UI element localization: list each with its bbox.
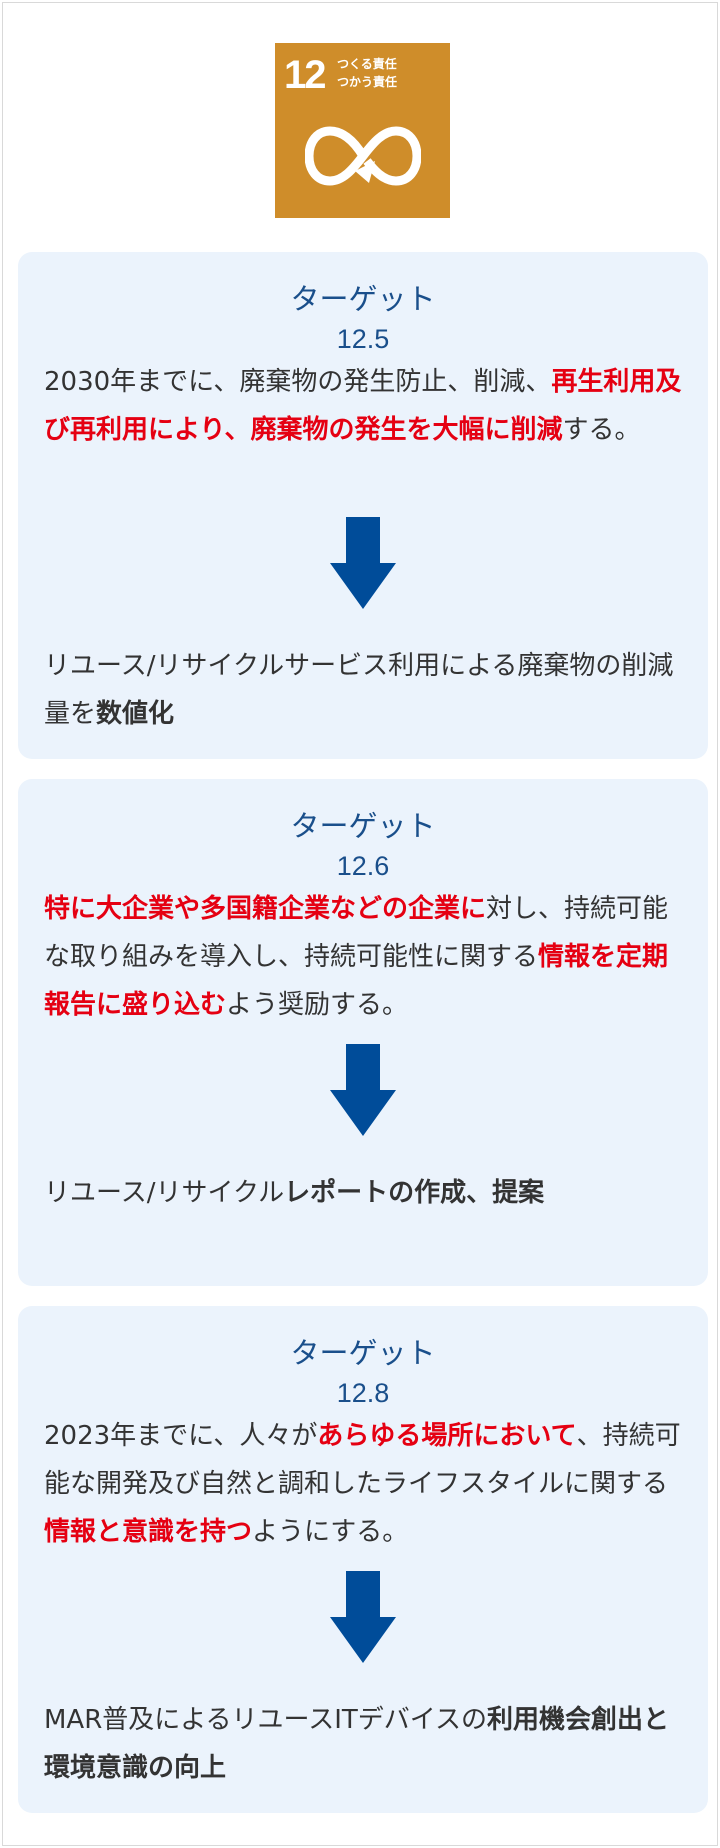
target-card-12-5: ターゲット 12.5 2030年までに、廃棄物の発生防止、削減、再生利用及び再利… [18,252,708,759]
desc-text: よう奨励する。 [226,990,409,1020]
target-result: MAR普及によるリユースITデバイスの利用機会創出と環境意識の向上 [44,1696,686,1792]
sdg-12-logo: 12 つくる責任 つかう責任 [275,43,450,218]
desc-highlight: 特に大企業や多国籍企業などの企業に [44,894,487,924]
desc-text: 2023年までに、人々が [44,1421,318,1451]
sdg-caption-line1: つくる責任 [337,57,397,71]
desc-highlight: 情報を定期報告に盛り込む [44,942,669,1020]
down-arrow-icon [330,1044,396,1136]
target-description: 特に大企業や多国籍企業などの企業に対し、持続可能な取り組みを導入し、持続可能性に… [44,885,686,1029]
desc-text: 、持続可能な開発及び自然と調和したライフスタイルに関する [44,1421,681,1499]
sdg-caption: つくる責任 つかう責任 [337,55,445,91]
target-result: リユース/リサイクルレポートの作成、提案 [44,1169,686,1217]
desc-highlight: 情報と意識を持つ [44,1517,253,1547]
target-number: 12.8 [336,1378,390,1408]
result-bold: レポートの作成、提案 [284,1178,545,1208]
target-label: ターゲット [290,809,436,843]
down-arrow-icon [330,517,396,609]
desc-highlight: あらゆる場所において [317,1421,577,1451]
desc-text: ようにする。 [252,1517,409,1547]
target-card-12-6: ターゲット 12.6 特に大企業や多国籍企業などの企業に対し、持続可能な取り組み… [18,779,708,1286]
target-description: 2030年までに、廃棄物の発生防止、削減、再生利用及び再利用により、廃棄物の発生… [44,358,686,454]
result-bold: 数値化 [96,699,175,729]
target-result: リユース/リサイクルサービス利用による廃棄物の削減量を数値化 [44,642,686,738]
down-arrow-icon [330,1571,396,1663]
desc-text: 2030年までに、廃棄物の発生防止、削減、 [44,367,552,397]
result-text: リユース/リサイクル [44,1178,285,1208]
desc-text: する。 [562,415,641,445]
result-text: MAR普及によるリユースITデバイスの [44,1705,487,1735]
result-text: リユース/リサイクルサービス利用による廃棄物の削減量を [44,651,674,729]
target-description: 2023年までに、人々があらゆる場所において、持続可能な開発及び自然と調和したラ… [44,1412,686,1556]
target-label: ターゲット [290,282,436,316]
result-bold: 利用機会創出と環境意識の向上 [44,1705,669,1783]
infinity-loop-arrow-icon [305,126,421,186]
sdg-number: 12 [284,53,326,97]
target-number: 12.6 [336,851,390,881]
target-label: ターゲット [290,1336,436,1370]
desc-text: 対し、持続可能な取り組みを導入し、持続可能性に関する [44,894,669,972]
target-card-12-8: ターゲット 12.8 2023年までに、人々があらゆる場所において、持続可能な開… [18,1306,708,1813]
desc-highlight: 再生利用及び再利用により、廃棄物の発生を大幅に削減 [44,367,682,445]
sdg-caption-line2: つかう責任 [337,75,398,89]
target-number: 12.5 [336,324,390,354]
